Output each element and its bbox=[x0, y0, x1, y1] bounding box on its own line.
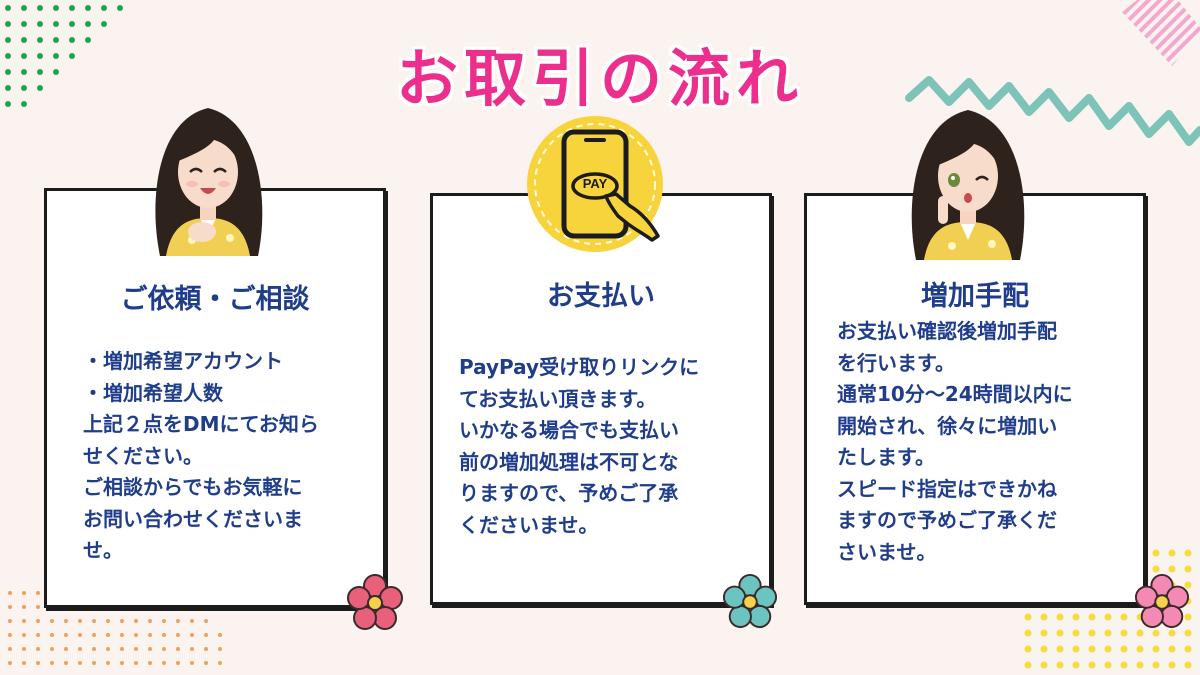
winking-girl-illustration bbox=[911, 110, 1025, 260]
smartphone-pay-icon bbox=[527, 116, 663, 252]
text-line: くださいませ。 bbox=[459, 512, 599, 537]
step-heading: 増加手配 bbox=[921, 281, 1029, 312]
text-line: ご相談からでもお気軽に bbox=[83, 475, 303, 499]
text-line: スピード指定はできかね bbox=[837, 476, 1057, 501]
text-line: たします。 bbox=[837, 445, 935, 469]
step-heading: ご依頼・ご相談 bbox=[120, 284, 310, 315]
text-line: ・増加希望アカウント bbox=[83, 349, 283, 373]
text-line: お支払い確認後増加手配 bbox=[837, 319, 1057, 343]
teal-zigzag-decoration bbox=[905, 76, 1200, 146]
step-description: お支払い確認後増加手配 を行います。 通常10分～24時間以内に 開始され、徐々… bbox=[837, 316, 1073, 568]
pink-diamond-decoration bbox=[1122, 0, 1200, 66]
text-line: いかなる場合でも支払い bbox=[459, 418, 679, 442]
text-line: 前の増加処理は不可とな bbox=[459, 449, 679, 474]
step-card-payment: お支払い PayPay受け取りリンクに てお支払い頂きます。 いかなる場合でも支… bbox=[430, 193, 772, 605]
page-title: お取引の流れ bbox=[395, 42, 804, 115]
text-line: PayPay受け取りリンクに bbox=[459, 355, 700, 379]
flower-icon bbox=[722, 574, 778, 629]
pay-label: PAY bbox=[582, 176, 608, 191]
flower-icon bbox=[347, 574, 403, 630]
step-description: ・増加希望アカウント ・増加希望人数 上記２点をDMにてお知ら せください。 ご… bbox=[83, 346, 319, 567]
text-line: お問い合わせくださいま bbox=[83, 506, 303, 531]
step-card-consultation: ご依頼・ご相談 ・増加希望アカウント ・増加希望人数 上記２点をDMにてお知ら … bbox=[44, 188, 386, 608]
smiling-girl-illustration bbox=[155, 108, 263, 256]
step-description: PayPay受け取りリンクに てお支払い頂きます。 いかなる場合でも支払い 前の… bbox=[459, 352, 699, 541]
text-line: ますので予めご了承くだ bbox=[837, 508, 1057, 532]
text-line: りますので、予めご了承 bbox=[459, 481, 679, 505]
text-line: を行います。 bbox=[837, 350, 955, 375]
text-line: 上記２点をDMにてお知ら bbox=[83, 412, 319, 436]
text-line: さいませ。 bbox=[837, 539, 937, 564]
text-line: せ。 bbox=[83, 538, 123, 562]
step-card-increase: 増加手配 お支払い確認後増加手配 を行います。 通常10分～24時間以内に 開始… bbox=[804, 193, 1146, 605]
text-line: 開始され、徐々に増加い bbox=[837, 413, 1058, 438]
text-line: ・増加希望人数 bbox=[83, 380, 223, 405]
green-dot-pattern bbox=[5, 5, 123, 107]
flower-icon bbox=[1134, 574, 1190, 629]
step-heading: お支払い bbox=[547, 281, 655, 312]
text-line: 通常10分～24時間以内に bbox=[837, 382, 1073, 406]
text-line: てお支払い頂きます。 bbox=[459, 386, 657, 411]
text-line: せください。 bbox=[83, 443, 203, 468]
